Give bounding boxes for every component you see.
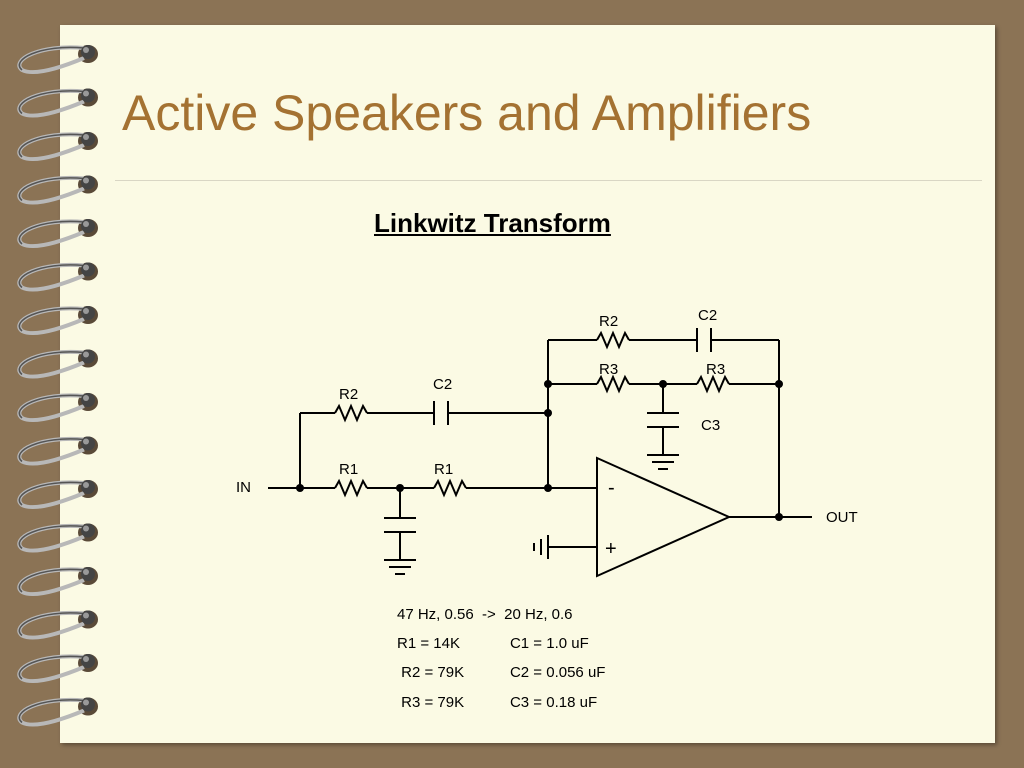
label-c3: C3 — [701, 417, 720, 434]
spiral-ring — [17, 88, 98, 118]
note-frequency: 47 Hz, 0.56 -> 20 Hz, 0.6 — [397, 606, 573, 623]
junction-in — [296, 484, 304, 492]
spiral-ring — [17, 219, 98, 249]
spiral-ring — [17, 654, 98, 684]
title-divider — [115, 180, 982, 181]
slide-subtitle: Linkwitz Transform — [374, 208, 611, 238]
spiral-ring — [17, 45, 98, 75]
r3-b-resistor — [696, 374, 730, 394]
spiral-ring — [17, 480, 98, 510]
label-c2-input: C2 — [433, 376, 452, 393]
label-in: IN — [236, 479, 251, 496]
spiral-ring — [17, 349, 98, 379]
spiral-ring — [17, 567, 98, 597]
note-r3-c3: R3 = 79K C3 = 0.18 uF — [397, 694, 598, 711]
note-r2-c2: R2 = 79K C2 = 0.056 uF — [397, 664, 606, 681]
label-r2-input: R2 — [339, 386, 358, 403]
r2-input-resistor — [334, 403, 368, 423]
label-r1-a: R1 — [339, 461, 358, 478]
spiral-ring — [17, 436, 98, 466]
note-r1-c1: R1 = 14K C1 = 1.0 uF — [397, 635, 589, 652]
junction-inv-in — [544, 484, 552, 492]
label-opamp-plus: + — [605, 538, 617, 560]
label-r1-b: R1 — [434, 461, 453, 478]
label-c2-feedback: C2 — [698, 307, 717, 324]
label-out: OUT — [826, 509, 858, 526]
junction-out — [775, 513, 783, 521]
junction-r1-mid — [396, 484, 404, 492]
spiral-ring — [17, 393, 98, 423]
junction-c2-node — [544, 409, 552, 417]
spiral-ring — [17, 262, 98, 292]
r3-a-resistor — [596, 374, 630, 394]
label-r2-feedback: R2 — [599, 313, 618, 330]
junction-r3-right — [775, 380, 783, 388]
r2-feedback-resistor — [596, 330, 630, 350]
spiral-ring — [17, 610, 98, 640]
label-r3-a: R3 — [599, 361, 618, 378]
spiral-ring — [17, 523, 98, 553]
spiral-ring — [17, 175, 98, 205]
spiral-binding — [17, 45, 98, 727]
junction-r3-left — [544, 380, 552, 388]
spiral-ring — [17, 697, 98, 727]
label-r3-b: R3 — [706, 361, 725, 378]
notebook-page — [60, 25, 995, 743]
r1-a-resistor — [334, 478, 368, 498]
label-opamp-minus: - — [608, 477, 615, 499]
opamp-triangle — [596, 456, 732, 578]
slide-title: Active Speakers and Amplifiers — [122, 85, 812, 141]
junction-r3-mid — [659, 380, 667, 388]
spiral-ring — [17, 306, 98, 336]
spiral-ring — [17, 132, 98, 162]
r1-b-resistor — [433, 478, 467, 498]
